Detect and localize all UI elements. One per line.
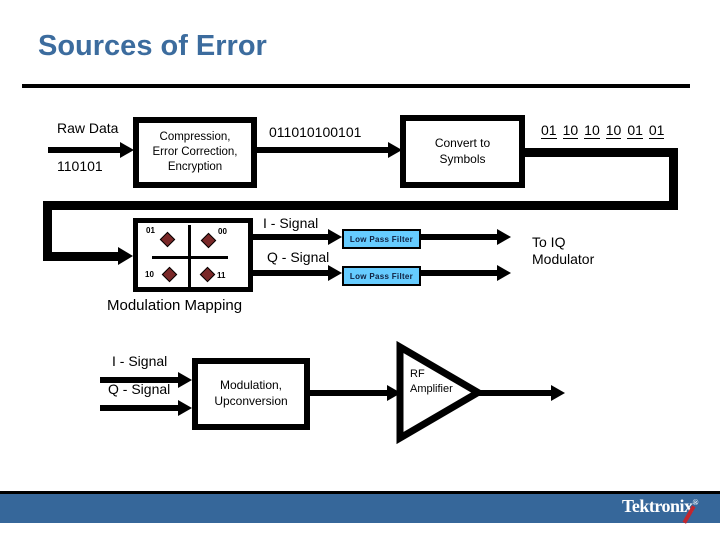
mid-q-signal-label: Q - Signal bbox=[267, 249, 330, 265]
lpf-q-out-head bbox=[497, 265, 511, 281]
symbol-pair: 10 bbox=[605, 122, 622, 139]
footer-band bbox=[0, 494, 720, 523]
encoded-bits: 011010100101 bbox=[269, 124, 362, 140]
constellation-point-11 bbox=[199, 266, 216, 283]
symbol-pair: 10 bbox=[584, 122, 600, 139]
slide-title: Sources of Error bbox=[38, 30, 267, 62]
bottom-i-signal-label: I - Signal bbox=[112, 353, 168, 369]
feedback-segment-right bbox=[669, 148, 678, 210]
symbol-pair: 01 bbox=[648, 122, 665, 139]
feedback-segment-top bbox=[523, 148, 678, 157]
constellation-label-00: 00 bbox=[218, 227, 227, 236]
footer-rule bbox=[0, 491, 720, 494]
constellation-label-10: 10 bbox=[145, 270, 154, 279]
mod-to-amp-line bbox=[308, 390, 389, 396]
rf-amplifier-triangle bbox=[396, 340, 485, 445]
constellation-x-axis bbox=[152, 256, 228, 259]
feedback-segment-across bbox=[43, 201, 678, 210]
low-pass-filter-q: Low Pass Filter bbox=[342, 266, 421, 286]
symbol-pair: 01 bbox=[541, 122, 557, 139]
lpf-i-out-line bbox=[421, 234, 499, 240]
raw-data-bits: 110101 bbox=[57, 158, 103, 174]
mid-q-arrow-line bbox=[251, 270, 330, 276]
constellation-label-01: 01 bbox=[146, 226, 155, 235]
constellation-box: 01 00 10 11 bbox=[133, 218, 253, 292]
tektronix-logo-text: Tektronix bbox=[622, 496, 693, 516]
encoded-arrow-line bbox=[255, 147, 390, 153]
convert-box: Convert to Symbols bbox=[400, 115, 525, 188]
bottom-i-arrow-line bbox=[100, 377, 180, 383]
compression-box-line3: Encryption bbox=[167, 160, 223, 173]
low-pass-filter-i: Low Pass Filter bbox=[342, 229, 421, 249]
constellation-label-11: 11 bbox=[217, 271, 226, 280]
lpf-i-out-head bbox=[497, 229, 511, 245]
feedback-arrow-head bbox=[118, 247, 133, 265]
lpf-q-out-line bbox=[421, 270, 499, 276]
mod-box-line1: Modulation, bbox=[219, 378, 283, 393]
title-rule bbox=[22, 84, 690, 88]
compression-box-line1: Compression, bbox=[159, 131, 231, 144]
convert-box-line1: Convert to bbox=[434, 135, 491, 150]
tektronix-logo: Tektronix® bbox=[622, 496, 699, 517]
modulation-mapping-caption: Modulation Mapping bbox=[107, 297, 243, 314]
to-iq-line1: To IQ bbox=[532, 234, 566, 250]
constellation-point-10 bbox=[161, 266, 178, 283]
to-iq-line2: Modulator bbox=[532, 251, 595, 267]
symbol-pairs: 01 10 10 10 01 01 bbox=[541, 122, 670, 140]
modulation-upconversion-box: Modulation, Upconversion bbox=[192, 358, 310, 430]
compression-box-line2: Error Correction, bbox=[152, 146, 238, 159]
mid-i-signal-label: I - Signal bbox=[263, 215, 319, 231]
amp-out-head bbox=[551, 385, 565, 401]
bottom-q-arrow-line bbox=[100, 405, 180, 411]
convert-box-line2: Symbols bbox=[439, 151, 486, 166]
constellation-point-01 bbox=[159, 231, 176, 248]
rf-amp-line2: Amplifier bbox=[410, 383, 453, 395]
symbol-pair: 01 bbox=[627, 122, 643, 139]
bottom-q-arrow-head bbox=[178, 400, 192, 416]
feedback-segment-left bbox=[43, 201, 52, 261]
raw-data-arrow-head bbox=[120, 142, 134, 158]
registered-mark: ® bbox=[692, 498, 699, 507]
to-iq-modulator-label: To IQ Modulator bbox=[532, 234, 594, 268]
mod-box-line2: Upconversion bbox=[214, 394, 288, 408]
mid-q-arrow-head bbox=[328, 265, 342, 281]
mid-i-arrow-head bbox=[328, 229, 342, 245]
rf-amp-line1: RF bbox=[410, 368, 425, 380]
compression-box: Compression, Error Correction, Encryptio… bbox=[133, 117, 257, 188]
encoded-arrow-head bbox=[388, 142, 402, 158]
amp-out-line bbox=[478, 390, 553, 396]
symbol-pair: 10 bbox=[562, 122, 579, 139]
bottom-i-arrow-head bbox=[178, 372, 192, 388]
bottom-q-signal-label: Q - Signal bbox=[108, 381, 171, 397]
raw-data-label: Raw Data bbox=[57, 120, 119, 136]
feedback-segment-into-mapper bbox=[43, 252, 120, 261]
raw-data-arrow-line bbox=[48, 147, 122, 153]
constellation-point-00 bbox=[200, 232, 217, 249]
mid-i-arrow-line bbox=[251, 234, 330, 240]
